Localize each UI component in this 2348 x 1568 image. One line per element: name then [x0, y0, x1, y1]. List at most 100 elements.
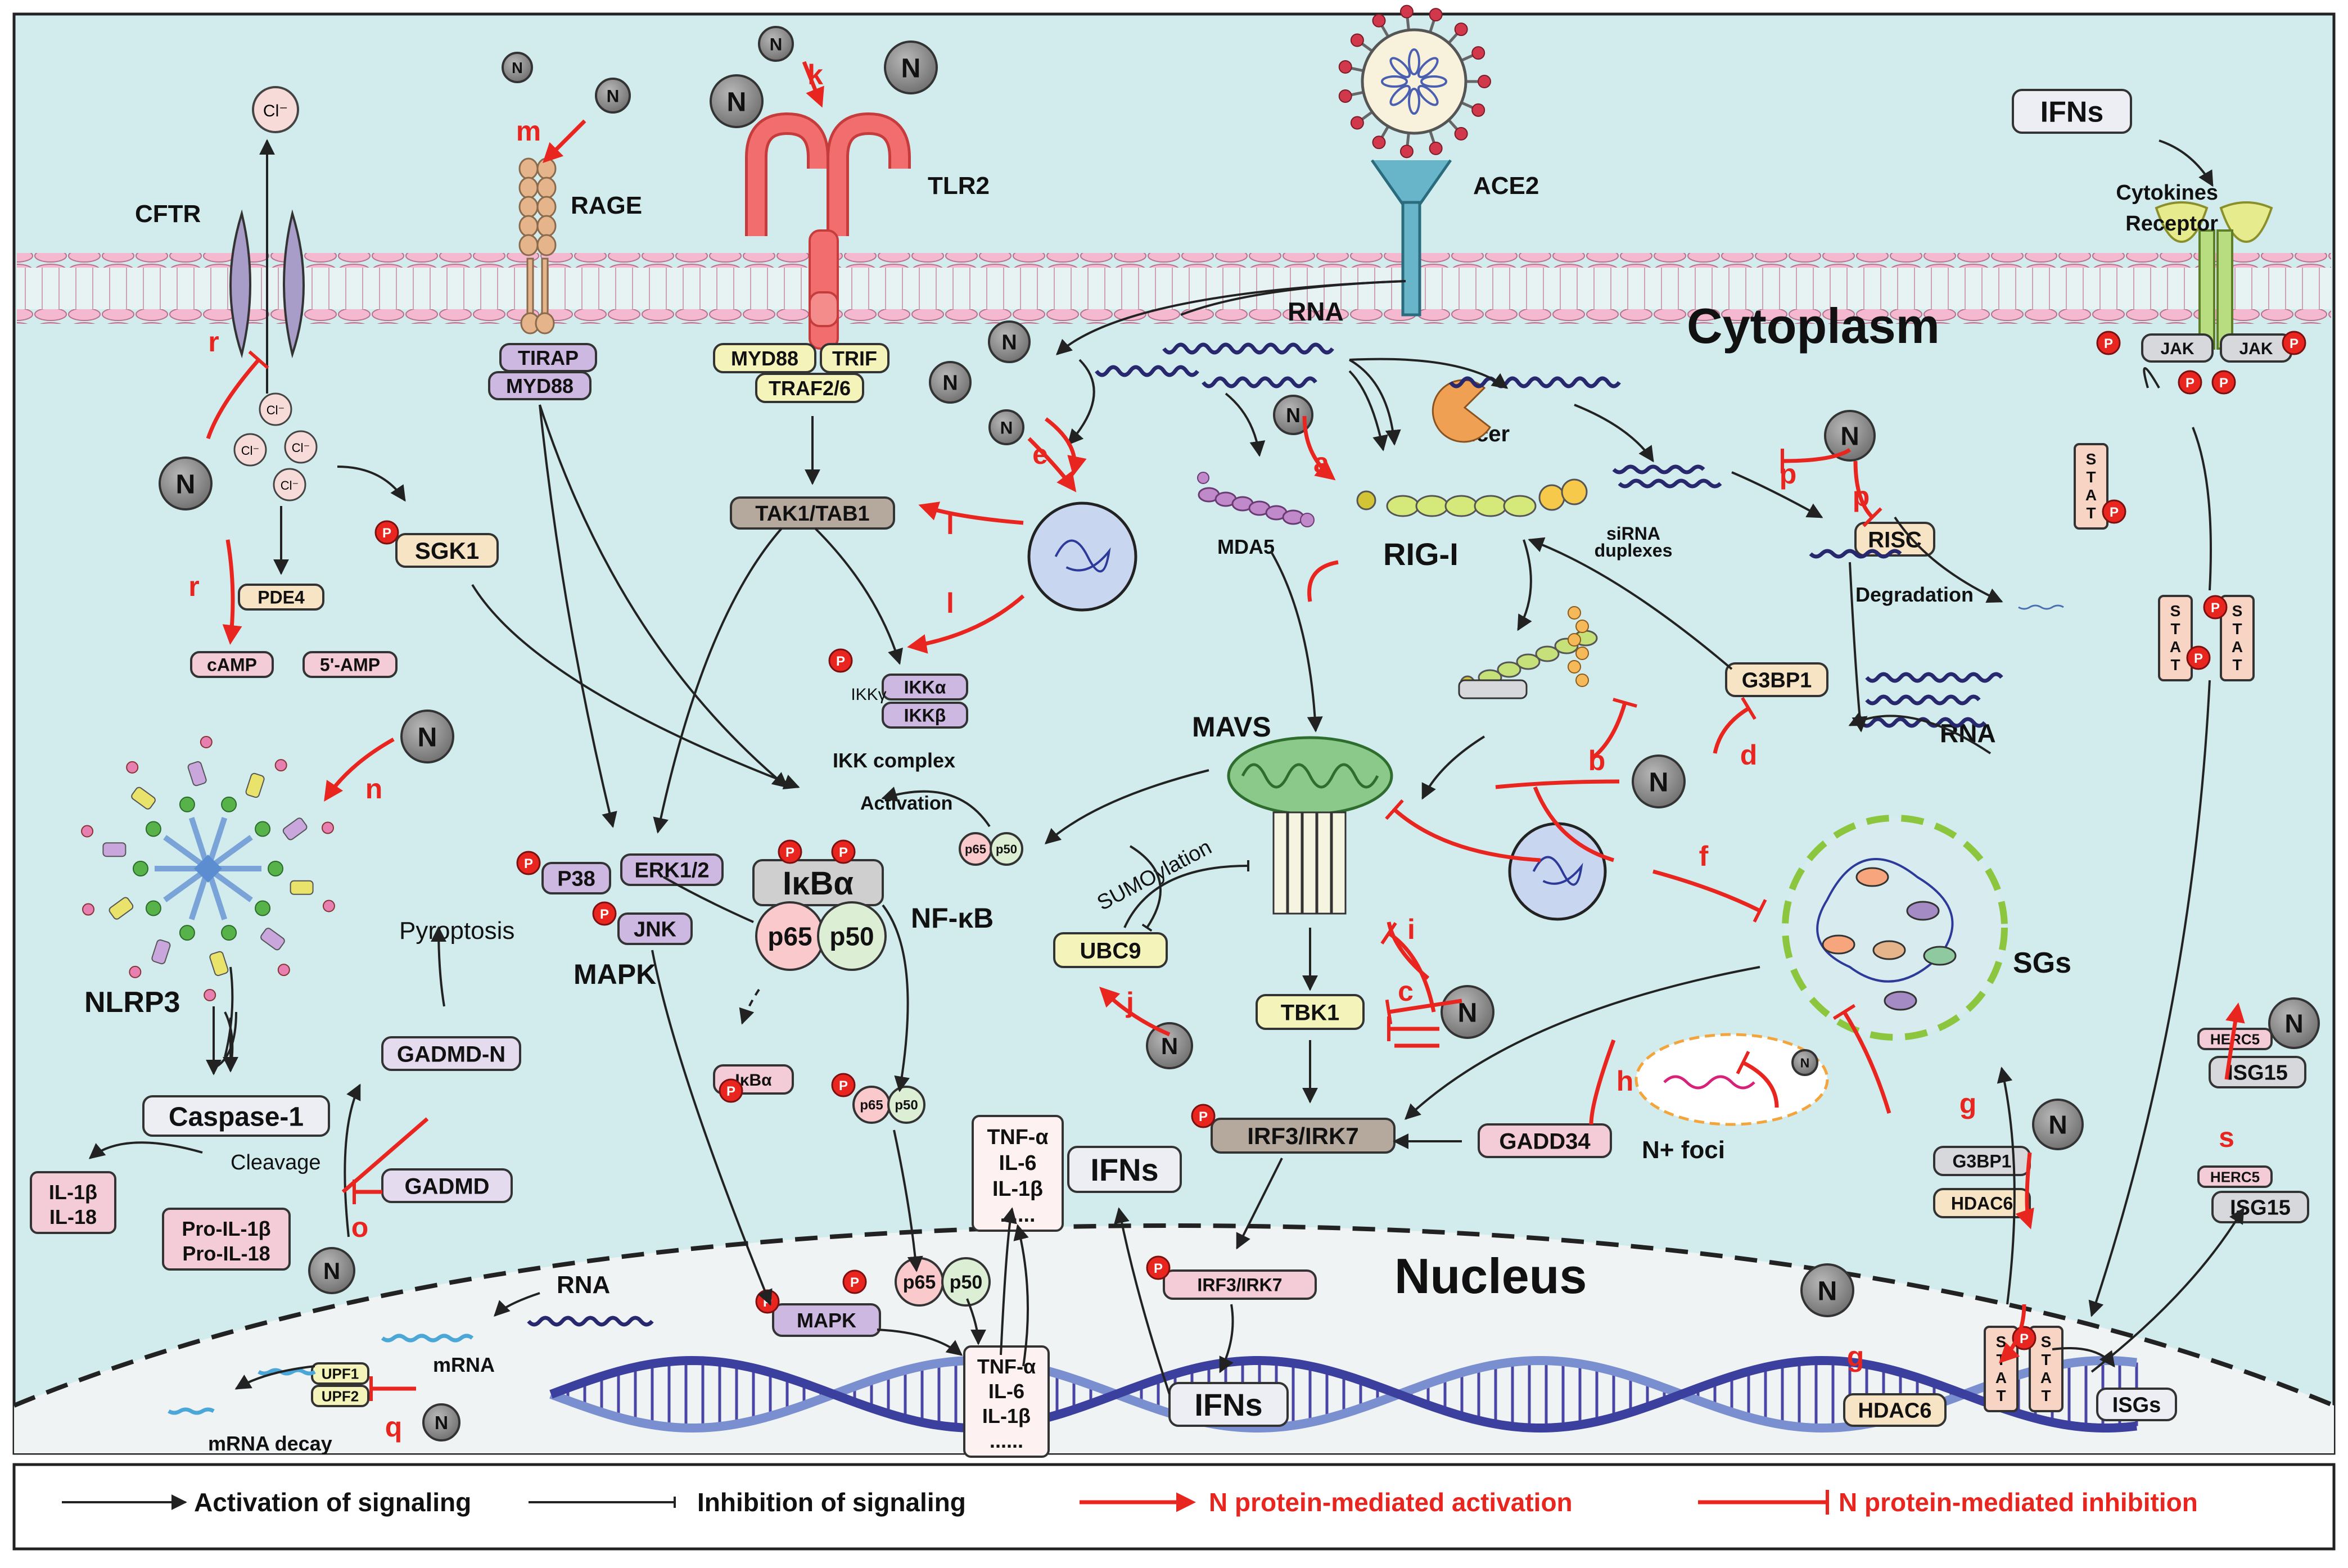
erk-box: ERK1/2: [620, 853, 724, 886]
n-tlr2-right: N: [884, 40, 938, 94]
upf1-box-label: UPF1: [322, 1365, 359, 1382]
cytokines-cytoplasm-stack-item: IL-6: [999, 1151, 1036, 1174]
ifns-nucleus-box: IFNs: [1168, 1382, 1289, 1427]
pathway-letter-s: s: [2219, 1122, 2234, 1153]
jak-left-box: JAK: [2141, 333, 2214, 363]
tlr2-receptor: [745, 112, 911, 350]
svg-text:N: N: [770, 34, 783, 54]
rna-strand-1: [1095, 365, 1199, 377]
svg-text:P: P: [2211, 600, 2220, 616]
isg15-bottom-box: ISG15: [2211, 1191, 2309, 1223]
svg-text:A: A: [2085, 486, 2097, 504]
p-ikba-2: P: [831, 839, 856, 864]
pathway-letter-o: o: [351, 1212, 369, 1243]
chloride-ion: [252, 86, 299, 133]
traf26-box: TRAF2/6: [755, 373, 864, 403]
p-ikba-1: P: [778, 839, 802, 864]
isg15-top-box: ISG15: [2209, 1056, 2306, 1088]
sirna-duplex-1: [1612, 464, 1705, 475]
rna-right-2: [1865, 694, 1981, 706]
ifns-nucleus-box-label: IFNs: [1194, 1387, 1262, 1422]
svg-text:A: A: [2170, 638, 2181, 656]
cytokine-receptor-label-2: Receptor: [2125, 212, 2218, 236]
legend-n-inhibition-label: N protein-mediated inhibition: [1839, 1488, 2198, 1517]
sirna-label-1: siRNA: [1606, 523, 1660, 544]
legend-activation-label: Activation of signaling: [194, 1488, 471, 1517]
herc5-bottom-box: HERC5: [2197, 1165, 2273, 1188]
svg-text:T: T: [1996, 1387, 2006, 1404]
p50-nfkb: p50: [990, 832, 1023, 866]
nfkb-label: NF-κB: [911, 902, 994, 934]
p-sgk1: P: [374, 520, 399, 545]
upf2-box-label: UPF2: [322, 1388, 359, 1404]
virus-particle: [1338, 4, 1491, 159]
svg-text:Cl⁻: Cl⁻: [267, 403, 285, 417]
svg-text:p50: p50: [950, 1272, 983, 1293]
irf3-irk7-nucleus-box: IRF3/IRK7: [1163, 1269, 1317, 1300]
p-receptor-left: P: [2178, 370, 2202, 395]
pro-il-stack-item: Pro-IL-1β: [182, 1217, 270, 1240]
svg-text:T: T: [2170, 620, 2180, 638]
nlrp3-label: NLRP3: [84, 986, 180, 1019]
sgs-label: SGs: [2013, 947, 2071, 979]
svg-text:p50: p50: [996, 842, 1017, 856]
ikkb-box: IKKβ: [882, 702, 968, 729]
p-stat-dimer-1: P: [2203, 595, 2228, 620]
mapk-nucleus-box: MAPK: [772, 1303, 881, 1337]
svg-text:N: N: [607, 85, 620, 106]
svg-text:N: N: [1001, 331, 1017, 355]
svg-text:S: S: [2232, 602, 2243, 620]
pathway-letter-g: g: [1847, 1341, 1864, 1372]
svg-text:N: N: [1649, 767, 1669, 797]
p65-nucleus: p65: [895, 1257, 944, 1307]
nuclear-envelope: [13, 1223, 2335, 1408]
tirap-box: TIRAP: [499, 343, 597, 372]
p50-small: p50: [887, 1086, 925, 1124]
mrna-upf: [258, 1368, 316, 1376]
p-ikba-small: P: [719, 1078, 743, 1103]
jak-left-box-label: JAK: [2160, 340, 2194, 358]
hdac6-box-label: HDAC6: [1951, 1194, 2013, 1214]
myd88-rage-box: MYD88: [488, 371, 591, 400]
camp-box: cAMP: [190, 651, 274, 678]
rna-nucleus: [527, 1316, 654, 1327]
rig-i-label: RIG-I: [1383, 536, 1459, 572]
p65-small: p65: [852, 1086, 891, 1124]
cftr-label: CFTR: [135, 200, 201, 228]
g3bp1-hdac6-top-box-label: G3BP1: [1953, 1151, 2012, 1172]
rage-receptor: [518, 157, 557, 335]
n-isg15: N: [2268, 997, 2320, 1049]
pathway-letter-h: h: [1616, 1065, 1634, 1097]
jnk-box-label: JNK: [634, 918, 677, 942]
n-foci: [1634, 1033, 1829, 1126]
svg-text:P: P: [2290, 336, 2299, 351]
activation-label: Activation: [860, 793, 952, 814]
rna-right-1: [1865, 672, 2003, 683]
mrna-decay-label: mRNA decay: [208, 1432, 332, 1455]
n-foci-small: N: [1791, 1049, 1818, 1076]
n-g3bp1-hdac6: N: [2032, 1099, 2084, 1150]
irf3-irk7-box: IRF3/IRK7: [1211, 1118, 1396, 1154]
n-cyto-2: N: [929, 361, 972, 404]
p-irf3-nucleus: P: [1146, 1255, 1171, 1280]
svg-text:N: N: [323, 1258, 340, 1284]
gadmd-n-box: GADMD-N: [381, 1036, 521, 1071]
irf3-irk7-box-label: IRF3/IRK7: [1247, 1123, 1358, 1149]
n-rigi: N: [1273, 395, 1313, 435]
sgk1-box: SGK1: [395, 533, 499, 568]
cftr-channel: Cl⁻: [229, 86, 305, 394]
traf26-box-label: TRAF2/6: [769, 377, 851, 400]
pathway-letter-g: g: [1959, 1088, 1977, 1119]
il1b-il18-stack-item: IL-18: [49, 1205, 97, 1228]
svg-text:P: P: [382, 526, 391, 541]
gadmd-box: GADMD: [381, 1168, 513, 1203]
pathway-letter-r: r: [188, 571, 199, 602]
svg-text:N: N: [901, 53, 921, 83]
myd88-rage-box-label: MYD88: [506, 374, 574, 397]
il1b-il18-stack-item: IL-1β: [49, 1181, 97, 1204]
stress-granule: [1782, 815, 2008, 1041]
mrna-label: mRNA: [433, 1353, 495, 1376]
cytokines-cytoplasm-stack: TNF-αIL-6IL-1β......: [972, 1115, 1064, 1232]
rig-i-protein: [1356, 478, 1588, 517]
